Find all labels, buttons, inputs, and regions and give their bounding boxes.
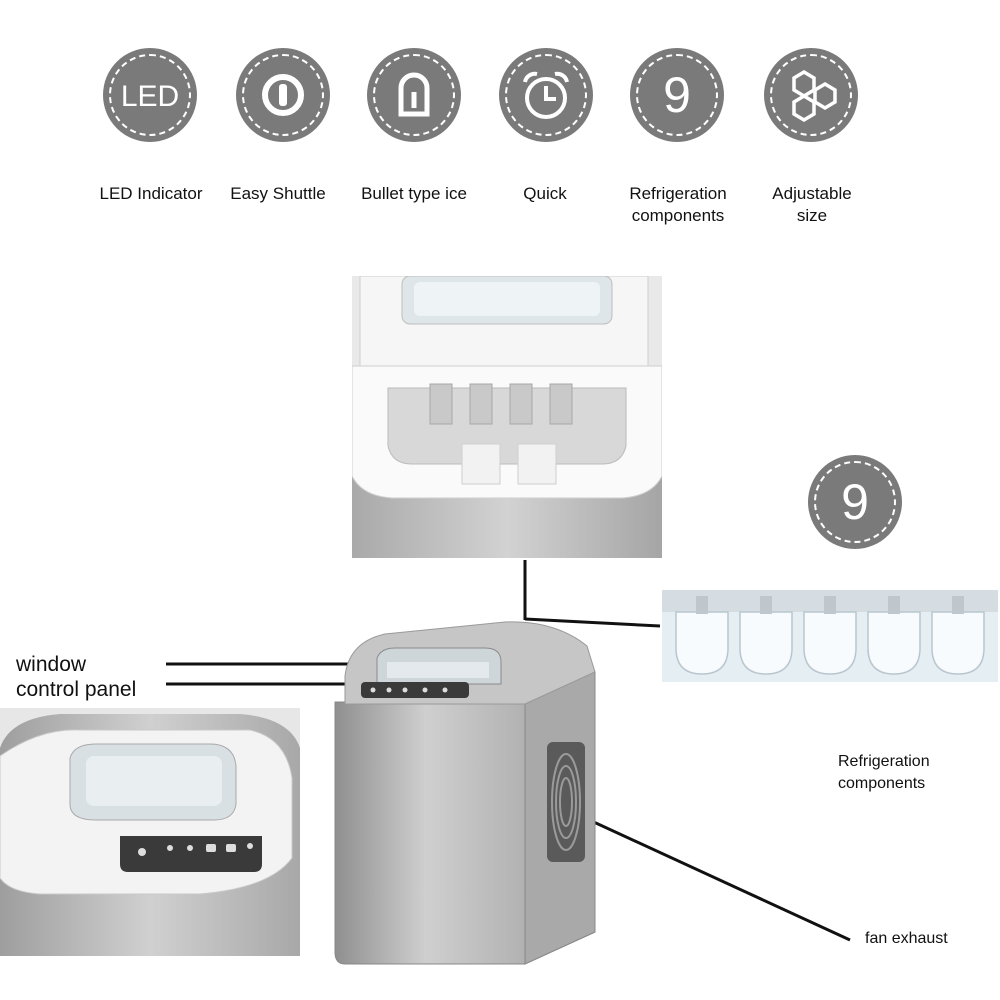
nine-badge-glyph: 9 [841, 474, 869, 530]
hexagons-icon [764, 48, 858, 142]
feature-label-quick: Quick [523, 184, 567, 203]
nine-glyph: 9 [663, 67, 691, 123]
feature-label-easy-shuttle: Easy Shuttle [230, 184, 326, 203]
feature-label-adjustable: Adjustable size [752, 183, 872, 227]
feature-label-adjustable-line1: Adjustable [772, 184, 852, 203]
feature-label-led: LED Indicator [99, 184, 203, 203]
callout-fan-exhaust: fan exhaust [865, 930, 948, 947]
feature-label-refrigeration-line2: components [631, 206, 725, 225]
note-refrigeration: Refrigeration components [838, 751, 930, 795]
callout-window: window [16, 653, 87, 676]
led-glyph: LED [121, 80, 179, 113]
callout-control-panel: control panel [16, 678, 137, 701]
nine-badge-icon: 9 [808, 455, 902, 549]
feature-label-refrigeration-line1: Refrigeration [629, 184, 727, 203]
alarm-clock-icon [499, 48, 593, 142]
feature-label-bullet-ice: Bullet type ice [361, 184, 467, 203]
ice-maker-machine-photo [325, 612, 615, 972]
ice-tray-closeup-photo [352, 276, 662, 558]
control-panel-closeup-photo [0, 708, 300, 956]
note-refrigeration-line1: Refrigeration [838, 753, 930, 770]
note-refrigeration-line2: components [838, 775, 926, 792]
bullet-ice-icon [367, 48, 461, 142]
bullet-ice-cubes-photo [662, 590, 998, 682]
led-icon: LED [103, 48, 197, 142]
feature-label-refrigeration: Refrigeration components [608, 183, 748, 227]
feature-label-adjustable-line2: size [796, 206, 828, 225]
power-button-icon [236, 48, 330, 142]
nine-icon: 9 [630, 48, 724, 142]
